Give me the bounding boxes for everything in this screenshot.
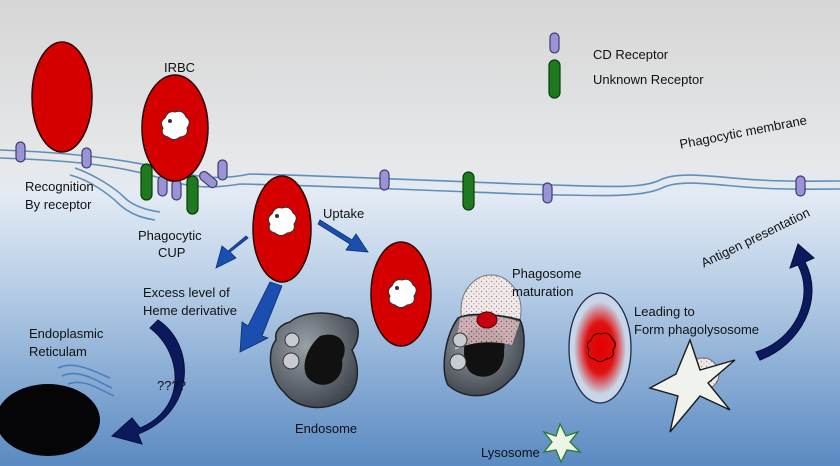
cd-receptor <box>199 170 218 189</box>
endoplasmic-reticulum <box>57 364 115 397</box>
cd-receptor <box>171 179 182 201</box>
recognition-label-line2: By receptor <box>25 197 92 212</box>
arrow-to-cup <box>215 235 249 269</box>
rbc-internalized <box>370 241 432 347</box>
unknown-receptors <box>140 163 475 215</box>
er-label-line2: Reticulam <box>29 344 87 359</box>
phagocytic-cup-label-line1: Phagocytic <box>138 228 202 243</box>
arrows <box>215 219 369 353</box>
curved-arrow-left <box>110 319 185 445</box>
unknown-receptor <box>462 171 475 211</box>
legend-unknown-receptor-label: Unknown Receptor <box>593 72 704 87</box>
arrow-uptake <box>317 219 369 253</box>
cd-receptor <box>81 147 92 169</box>
cd-receptor <box>217 159 228 181</box>
excess-heme-label-line1: Excess level of <box>143 285 230 300</box>
rbc-free <box>31 41 93 153</box>
cd-receptors <box>15 141 806 204</box>
endosome-shape <box>269 312 359 409</box>
cd-receptor <box>795 175 806 197</box>
endosome-label: Endosome <box>295 421 358 436</box>
phagolysosome-shape <box>568 292 632 404</box>
rbc-uptake <box>252 175 312 283</box>
unknown-label: ???? <box>157 378 186 393</box>
antigen-star <box>648 337 736 433</box>
er-label-line1: Endoplasmic <box>29 326 104 341</box>
phagosome-shape <box>443 274 525 397</box>
unknown-receptor <box>140 163 153 201</box>
arrow-excess-heme <box>239 281 283 353</box>
phagosome-label-line2: maturation <box>512 284 574 299</box>
curved-arrow-right <box>755 243 815 361</box>
leading-label-line2: Form phagolysosome <box>634 322 759 337</box>
legend-cd-receptor-icon <box>549 32 560 54</box>
cd-receptor <box>15 141 26 163</box>
excess-heme-label-line2: Heme derivative <box>143 303 237 318</box>
phagocytic-cup-label-line2: CUP <box>158 245 186 260</box>
nucleus <box>0 384 100 456</box>
cd-receptor <box>379 169 390 191</box>
recognition-label-line1: Recognition <box>25 179 94 194</box>
uptake-label: Uptake <box>323 206 365 221</box>
leading-label-line1: Leading to <box>634 304 695 319</box>
cd-receptor <box>542 182 553 204</box>
legend-cd-receptor-label: CD Receptor <box>593 47 669 62</box>
irbc-label: IRBC <box>164 60 196 75</box>
unknown-receptor <box>186 175 199 215</box>
lysosome-star <box>542 422 582 464</box>
phagosome-label-line1: Phagosome <box>512 266 582 281</box>
lysosome-label: Lysosome <box>481 445 540 460</box>
legend-unknown-receptor-icon <box>548 59 561 99</box>
irbc-cell <box>141 74 209 182</box>
